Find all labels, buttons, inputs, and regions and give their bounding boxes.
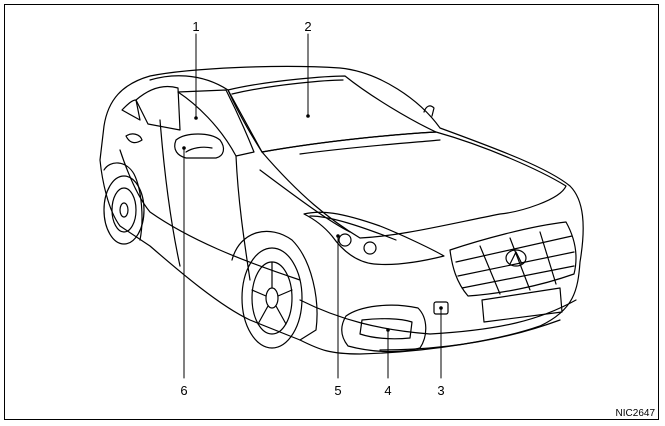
car-body-outline	[99, 65, 584, 355]
side-window-rear	[135, 85, 181, 131]
rear-wheel	[103, 175, 145, 245]
headlight	[303, 211, 445, 266]
callout-3: 3	[437, 383, 445, 398]
callout-1: 1	[192, 19, 200, 34]
callout-5: 5	[334, 383, 342, 398]
front-grille	[449, 221, 577, 297]
hood	[261, 131, 567, 239]
outside-mirror	[174, 133, 225, 159]
front-wheel	[241, 247, 303, 349]
windshield	[227, 75, 437, 153]
callout-2: 2	[304, 19, 312, 34]
callout-4: 4	[384, 383, 392, 398]
front-wheel-arch	[231, 230, 318, 341]
figure-code: NIC2647	[615, 408, 655, 419]
figure-frame	[4, 4, 659, 420]
fog-light	[341, 304, 427, 353]
callout-6: 6	[180, 383, 188, 398]
rear-wheel-arch	[103, 162, 143, 241]
leader-dots	[182, 114, 443, 332]
license-plate	[481, 287, 563, 323]
leader-lines	[183, 33, 442, 379]
side-window-front	[177, 89, 255, 157]
